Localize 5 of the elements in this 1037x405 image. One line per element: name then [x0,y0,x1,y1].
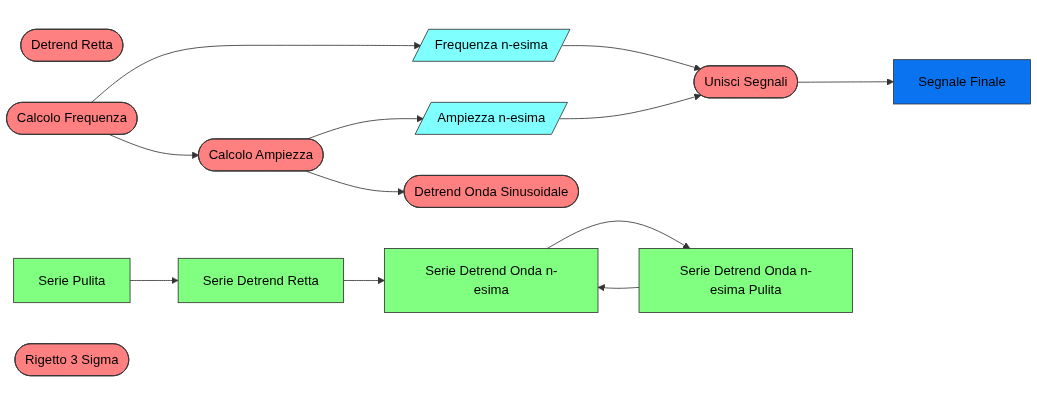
node-box: Serie Pulita [13,257,131,304]
node-box: Serie Detrend Onda n-esima [384,248,599,313]
node-box: Serie Detrend Onda n-esima Pulita [638,248,853,313]
node-box: Segnale Finale [893,59,1031,105]
node-box: Serie Detrend Retta [177,257,344,304]
